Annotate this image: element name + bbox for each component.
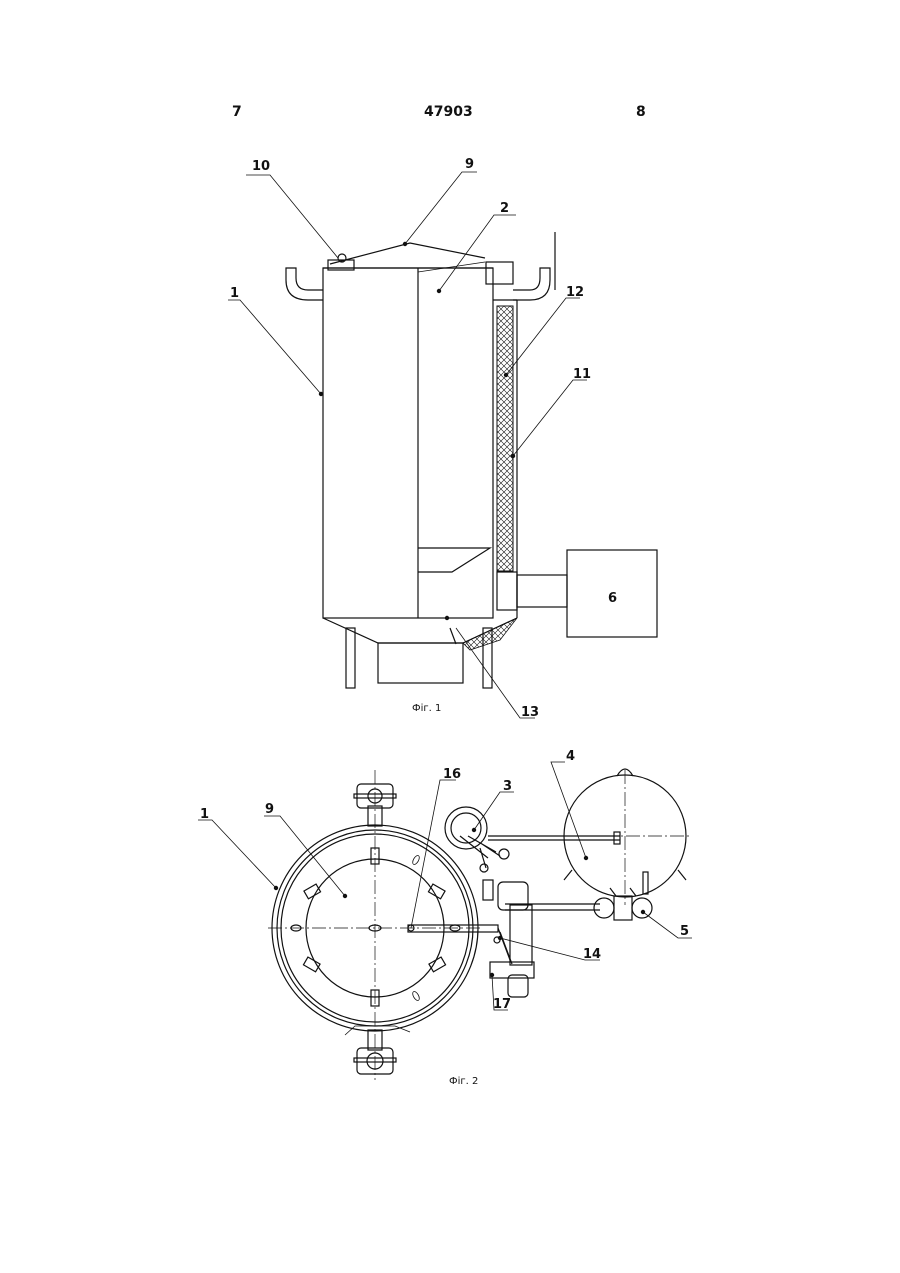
fig2-label-9: 9 <box>265 802 274 817</box>
ash-pit <box>378 643 463 683</box>
fig2-label-3: 3 <box>503 779 512 794</box>
fig1-label-6: 6 <box>608 591 617 606</box>
left-pipe <box>286 268 323 300</box>
fig1-label-13: 13 <box>521 705 539 720</box>
insulation <box>497 306 513 571</box>
figure-1-caption: Фіг. 1 <box>412 703 441 714</box>
figure-2-caption: Фіг. 2 <box>449 1076 478 1087</box>
figure-2-boiler-top-view: 16 3 4 1 9 5 14 17 <box>198 749 692 1080</box>
leg-left <box>346 628 355 688</box>
unit-5 <box>594 898 614 918</box>
fig1-label-1: 1 <box>230 286 239 301</box>
bunker-bottom <box>418 548 490 572</box>
fig1-label-9: 9 <box>465 157 474 172</box>
fig1-label-12: 12 <box>566 285 584 300</box>
fig2-label-16: 16 <box>443 767 461 782</box>
figure-1-boiler-side-view: 10 9 2 1 12 11 6 13 <box>228 157 657 720</box>
boiler-body <box>323 268 493 618</box>
fig1-label-2: 2 <box>500 201 509 216</box>
fig2-label-1: 1 <box>200 807 209 822</box>
fig2-label-4: 4 <box>566 749 575 764</box>
fig2-label-5: 5 <box>680 924 689 939</box>
fig2-label-17: 17 <box>493 997 511 1012</box>
lid <box>330 243 485 264</box>
fig1-label-10: 10 <box>252 159 270 174</box>
fig1-label-11: 11 <box>573 367 591 382</box>
right-pipe <box>513 268 550 300</box>
fig2-label-14: 14 <box>583 947 601 962</box>
